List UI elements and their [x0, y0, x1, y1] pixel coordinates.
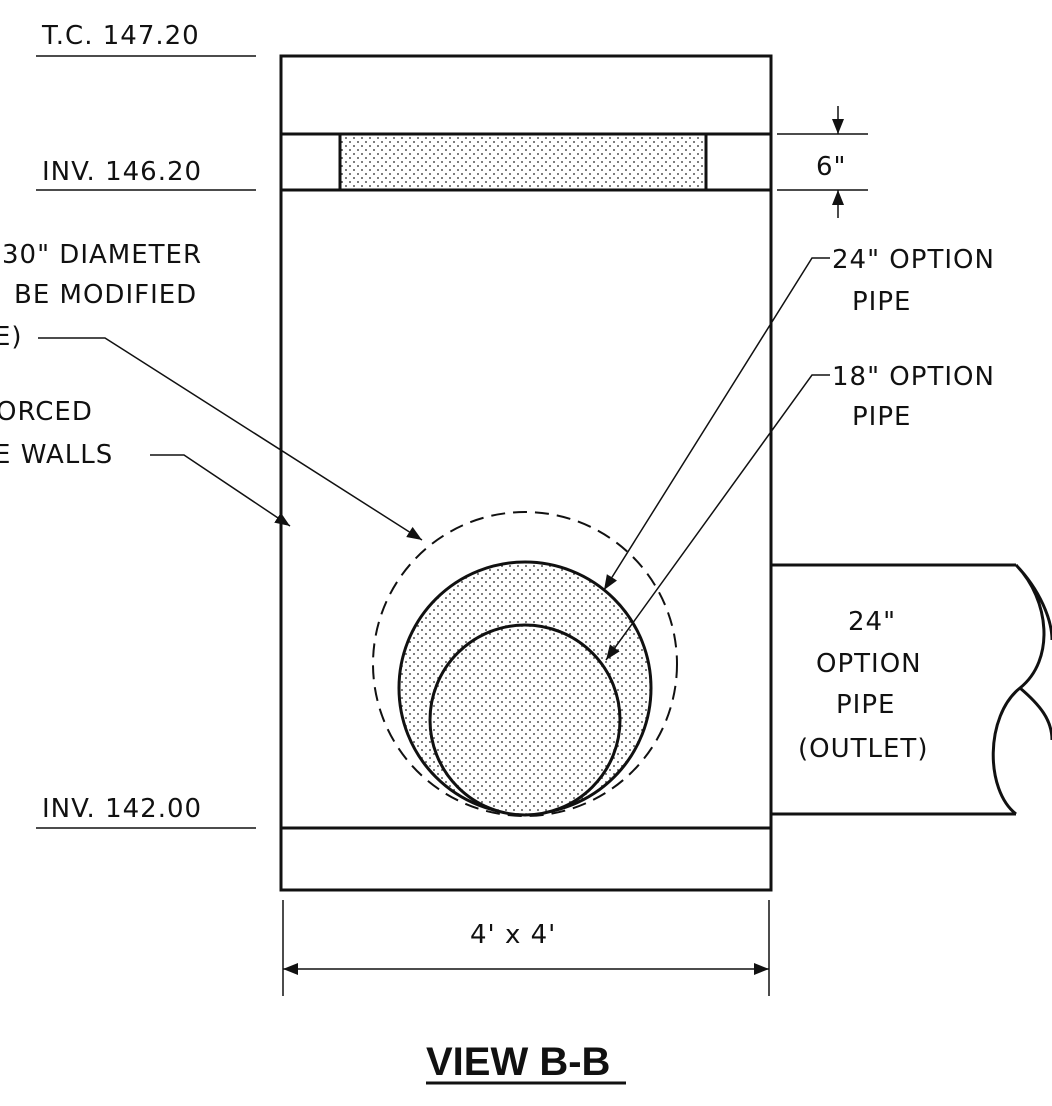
walls-note-line2: E WALLS: [0, 440, 113, 470]
view-title: VIEW B-B: [426, 1040, 626, 1085]
box-size-label: 4' x 4': [470, 920, 556, 950]
elevation-inv-lower: INV. 142.00: [42, 794, 202, 824]
pipe-24-note-line1: 24" OPTION: [832, 245, 995, 275]
walls-note-leader: [150, 454, 291, 527]
diameter-note-line2: BE MODIFIED: [14, 280, 197, 310]
width-dimension: 4' x 4': [282, 900, 770, 996]
right-notes: 24" OPTION PIPE 18" OPTION PIPE: [603, 245, 995, 661]
outlet-pipe-break: [991, 563, 1052, 816]
grate-slot-hatch: [338, 132, 708, 192]
view-title-text: VIEW B-B: [426, 1040, 610, 1084]
diameter-note-line1: 30" DIAMETER: [2, 240, 202, 270]
structure-box: [279, 54, 773, 892]
opening-30in-dashed: [372, 511, 678, 817]
outlet-pipe-label-2: OPTION: [816, 649, 922, 679]
elevation-inv-upper: INV. 146.20: [42, 157, 202, 187]
diameter-note-leader: [38, 337, 423, 541]
outlet-pipe: 24" OPTION PIPE (OUTLET): [771, 563, 1052, 816]
slot-height-dimension: 6": [777, 106, 868, 218]
left-notes: 30" DIAMETER BE MODIFIED E) ORCED E WALL…: [0, 240, 423, 541]
elevation-labels: T.C. 147.20 INV. 146.20 INV. 142.00: [36, 21, 256, 829]
pipe-24-note-leader: [603, 257, 830, 591]
pipe-openings: [372, 511, 678, 817]
pipe-18-note-line1: 18" OPTION: [832, 362, 995, 392]
slot-height-label: 6": [816, 152, 847, 182]
outlet-pipe-label-1: 24": [848, 607, 896, 637]
box-outline: [279, 54, 773, 892]
diameter-note-line3: E): [0, 322, 23, 352]
pipe-18in-circle: [428, 623, 622, 817]
pipe-18-note-leader: [605, 374, 830, 661]
pipe-18-note-line2: PIPE: [852, 402, 911, 432]
outlet-pipe-label-3: PIPE: [836, 690, 895, 720]
walls-note-line1: ORCED: [0, 397, 93, 427]
outlet-pipe-label-4: (OUTLET): [798, 734, 928, 764]
elevation-top-of-curb: T.C. 147.20: [41, 21, 200, 51]
pipe-24-note-line2: PIPE: [852, 287, 911, 317]
